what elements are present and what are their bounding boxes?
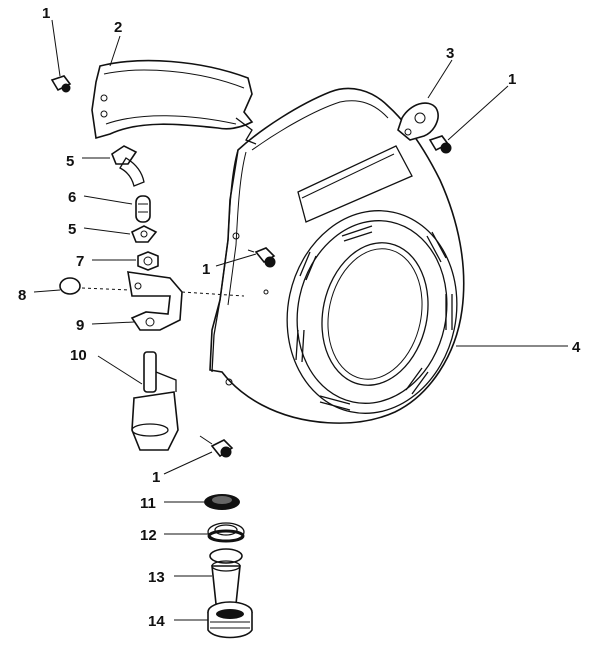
bowl-nut: [174, 601, 253, 639]
nut: [92, 251, 159, 271]
sediment-bowl: [174, 548, 243, 605]
screw-mid: [215, 247, 276, 268]
fuel-screen: [164, 494, 240, 510]
screw-bottom: [163, 435, 234, 475]
screw-top-right: [428, 85, 509, 154]
gasket: [164, 522, 245, 543]
clamp-upper: [82, 145, 145, 187]
label-5-lower: 5: [68, 221, 76, 238]
label-7: 7: [76, 253, 84, 270]
label-3: 3: [446, 45, 454, 62]
label-1-top-right: 1: [508, 71, 516, 88]
reference-numbers: 1 2 3 1 5 6 5 7 1 8 9 4 10 1 11 12 13 14: [18, 5, 581, 630]
label-10: 10: [70, 347, 87, 364]
label-13: 13: [148, 569, 165, 586]
label-11: 11: [140, 495, 156, 512]
fuel-shutoff-valve: [97, 351, 179, 451]
label-9: 9: [76, 317, 84, 334]
fuel-line: [83, 195, 151, 223]
label-14: 14: [148, 613, 165, 630]
label-5-upper: 5: [66, 153, 74, 170]
tank-bracket: [91, 271, 245, 331]
plug: [33, 277, 131, 295]
label-2: 2: [114, 19, 122, 36]
label-6: 6: [68, 189, 76, 206]
screw-top-left: [50, 19, 72, 93]
blower-housing: [209, 87, 568, 424]
label-8: 8: [18, 287, 26, 304]
label-12: 12: [140, 527, 157, 544]
clamp-lower: [83, 225, 158, 243]
label-1-top-left: 1: [42, 5, 50, 22]
baffle: [91, 35, 257, 145]
label-4: 4: [572, 339, 581, 356]
label-1-mid: 1: [202, 261, 210, 278]
label-1-bottom: 1: [152, 469, 160, 486]
bracket-3: [397, 59, 453, 141]
